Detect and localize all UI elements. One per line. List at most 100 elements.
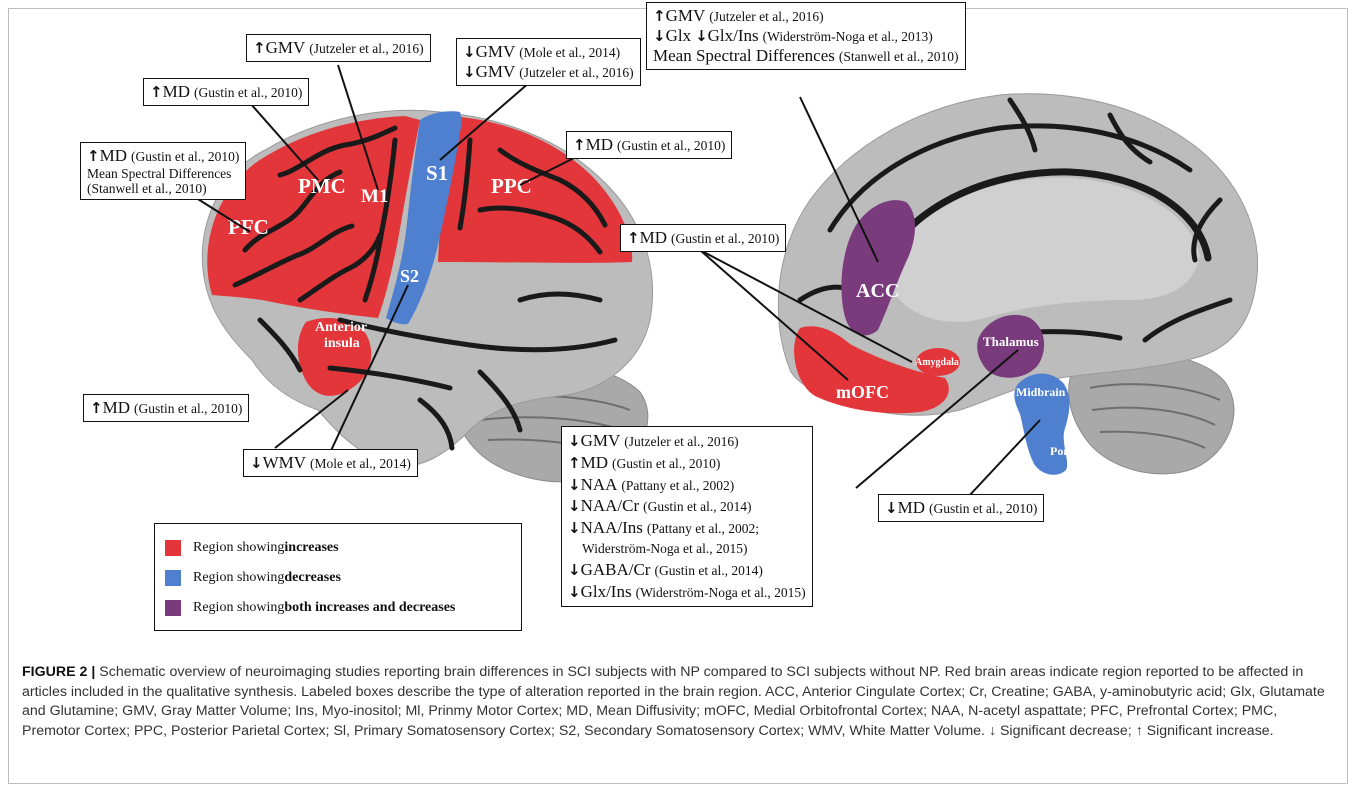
medial-brain: ACC Thalamus Amygdala mOFC Midbrain Pons	[778, 94, 1257, 475]
label-amygdala: Amygdala	[915, 357, 959, 368]
figure-number: FIGURE 2 |	[22, 664, 95, 680]
citation: (Pattany et al., 2002)	[621, 478, 734, 493]
measure: NAA	[581, 475, 618, 494]
measure: GMV	[266, 38, 306, 57]
measure: MD	[163, 82, 190, 101]
measure: Glx/Ins	[708, 26, 759, 45]
annotation-pfc: ↑MD (Gustin et al., 2010) Mean Spectral …	[80, 142, 246, 200]
legend-swatch-red	[165, 540, 181, 556]
legend-text-bold: increases	[284, 540, 338, 556]
measure: GABA/Cr	[581, 560, 651, 579]
arrow: ↓	[568, 561, 581, 579]
arrow: ↓	[568, 432, 581, 450]
spectral-label: Mean Spectral Differences	[653, 46, 835, 65]
arrow: ↑	[90, 399, 103, 417]
legend-swatch-purple	[165, 600, 181, 616]
citation: (Gustin et al., 2010)	[131, 149, 239, 164]
legend-text: Region showing	[193, 600, 284, 616]
arrow: ↓	[568, 476, 581, 494]
arrow: ↑	[627, 229, 640, 247]
measure: GMV	[476, 62, 516, 81]
citation: (Stanwell et al., 2010)	[839, 49, 959, 64]
citation: (Stanwell et al., 2010)	[87, 181, 239, 196]
measure: MD	[640, 228, 667, 247]
annotation-m1-gmv: ↑GMV (Jutzeler et al., 2016)	[246, 34, 431, 62]
label-mofc: mOFC	[836, 382, 889, 402]
measure: GMV	[476, 42, 516, 61]
spectral-label: Mean Spectral Differences	[87, 166, 239, 181]
legend-swatch-blue	[165, 570, 181, 586]
annotation-acc: ↑GMV (Jutzeler et al., 2016) ↓Glx ↓Glx/I…	[646, 2, 966, 70]
measure: WMV	[263, 453, 306, 472]
legend-both: Region showing both increases and decrea…	[165, 600, 455, 616]
caption-text: Schematic overview of neuroimaging studi…	[22, 664, 1325, 739]
measure: GMV	[581, 431, 621, 450]
figure-caption: FIGURE 2 | Schematic overview of neuroim…	[22, 663, 1338, 741]
arrow: ↓	[885, 499, 898, 517]
arrow: ↑	[653, 7, 666, 25]
arrow: ↓	[568, 497, 581, 515]
citation: (Gustin et al., 2010)	[612, 456, 720, 471]
legend-text-bold: both increases and decreases	[284, 600, 455, 616]
arrow: ↓	[463, 43, 476, 61]
citation: (Gustin et al., 2010)	[617, 138, 725, 153]
legend: Region showing increases Region showing …	[154, 523, 522, 631]
measure: GMV	[666, 6, 706, 25]
citation: (Widerström-Noga et al., 2013)	[763, 29, 933, 44]
citation: (Gustin et al., 2010)	[134, 401, 242, 416]
citation: (Gustin et al., 2010)	[671, 231, 779, 246]
citation: (Gustin et al., 2014)	[643, 499, 751, 514]
citation: (Jutzeler et al., 2016)	[519, 65, 633, 80]
label-anterior-insula-1: Anterior	[315, 320, 367, 335]
citation: (Gustin et al., 2014)	[654, 563, 762, 578]
legend-increase: Region showing increases	[165, 540, 339, 556]
annotation-pons-md: ↓MD (Gustin et al., 2010)	[878, 494, 1044, 522]
brain-figure: PFC PMC M1 S1 S2 PPC Anterior insula	[0, 0, 1358, 640]
legend-text: Region showing	[193, 570, 284, 586]
measure: MD	[103, 398, 130, 417]
annotation-ppc-md: ↑MD (Gustin et al., 2010)	[566, 131, 732, 159]
arrow: ↓	[653, 27, 666, 45]
measure: Glx/Ins	[581, 582, 632, 601]
legend-text: Region showing	[193, 540, 284, 556]
label-pons: Pons	[1050, 444, 1075, 458]
arrow: ↑	[253, 39, 266, 57]
annotation-pmc-md: ↑MD (Gustin et al., 2010)	[143, 78, 309, 106]
citation: (Widerström-Noga et al., 2015)	[636, 585, 806, 600]
measure: MD	[898, 498, 925, 517]
label-pmc: PMC	[298, 174, 346, 198]
annotation-s2-wmv: ↓WMV (Mole et al., 2014)	[243, 449, 418, 477]
label-pfc: PFC	[228, 215, 269, 239]
measure: NAA/Ins	[581, 518, 643, 537]
citation: (Pattany et al., 2002;	[647, 521, 759, 536]
arrow: ↑	[568, 454, 581, 472]
citation: (Mole et al., 2014)	[310, 456, 411, 471]
label-anterior-insula-2: insula	[324, 336, 360, 351]
measure: NAA/Cr	[581, 496, 640, 515]
annotation-insula-md: ↑MD (Gustin et al., 2010)	[83, 394, 249, 422]
label-ppc: PPC	[491, 174, 532, 198]
label-thalamus: Thalamus	[983, 334, 1039, 349]
measure: MD	[586, 135, 613, 154]
citation: (Mole et al., 2014)	[519, 45, 620, 60]
measure: MD	[581, 453, 608, 472]
citation: (Jutzeler et al., 2016)	[709, 9, 823, 24]
label-midbrain: Midbrain	[1016, 385, 1066, 399]
label-s2: S2	[400, 266, 419, 286]
arrow: ↓	[568, 519, 581, 537]
arrow: ↓	[463, 63, 476, 81]
measure: MD	[100, 146, 127, 165]
annotation-mofc-amygdala-md: ↑MD (Gustin et al., 2010)	[620, 224, 786, 252]
label-acc: ACC	[856, 280, 899, 302]
citation: (Jutzeler et al., 2016)	[309, 41, 423, 56]
arrow: ↑	[573, 136, 586, 154]
label-s1: S1	[426, 161, 448, 185]
arrow: ↑	[87, 147, 100, 165]
arrow: ↓	[568, 583, 581, 601]
arrow: ↓	[250, 454, 263, 472]
legend-decrease: Region showing decreases	[165, 570, 341, 586]
legend-text-bold: decreases	[284, 570, 341, 586]
annotation-s1-gmv: ↓GMV (Mole et al., 2014) ↓GMV (Jutzeler …	[456, 38, 641, 86]
annotation-thalamus: ↓GMV (Jutzeler et al., 2016) ↑MD (Gustin…	[561, 426, 813, 607]
arrow: ↑	[150, 83, 163, 101]
